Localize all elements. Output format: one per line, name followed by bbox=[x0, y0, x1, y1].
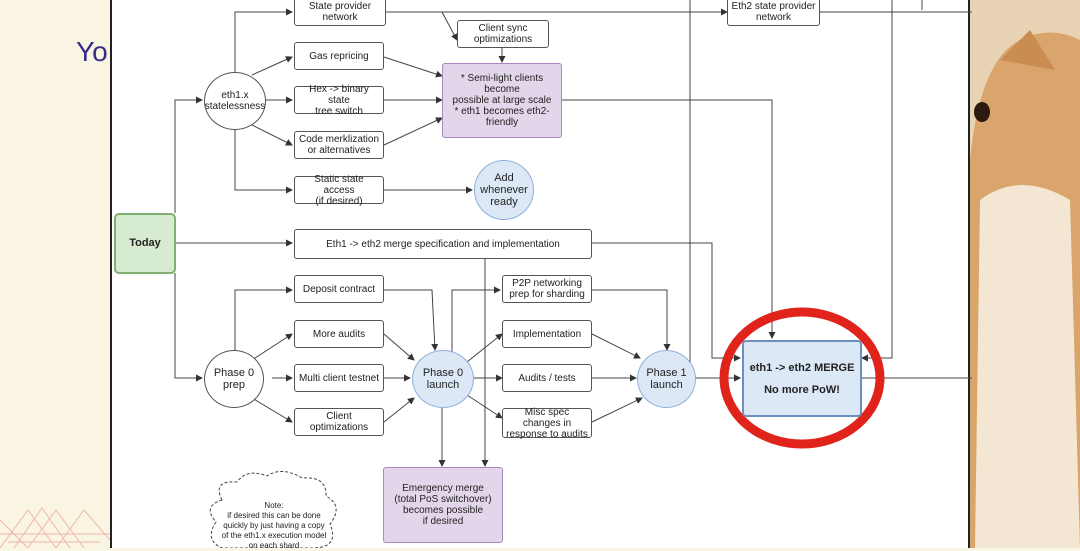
note-text: Note: if desired this can be done quickl… bbox=[221, 501, 327, 550]
node-phase0-prep: Phase 0 prep bbox=[204, 350, 264, 408]
node-eth1-eth2-merge: eth1 -> eth2 MERGE No more PoW! bbox=[742, 340, 862, 417]
node-p2p-networking: P2P networking prep for sharding bbox=[502, 275, 592, 303]
slide-title-fragment: Yo bbox=[76, 36, 108, 67]
node-today: Today bbox=[114, 213, 176, 274]
highlight-ring bbox=[719, 307, 885, 449]
node-deposit-contract: Deposit contract bbox=[294, 275, 384, 303]
node-multi-client-testnet: Multi client testnet bbox=[294, 364, 384, 392]
node-more-audits: More audits bbox=[294, 320, 384, 348]
node-semi-light-clients: * Semi-light clients become possible at … bbox=[442, 63, 562, 138]
node-implementation: Implementation bbox=[502, 320, 592, 348]
node-add-whenever-ready: Add whenever ready bbox=[474, 160, 534, 220]
node-phase0-launch: Phase 0 launch bbox=[412, 350, 474, 408]
node-client-optimizations: Client optimizations bbox=[294, 408, 384, 436]
decorative-pattern bbox=[0, 507, 110, 548]
node-audits-tests: Audits / tests bbox=[502, 364, 592, 392]
node-gas-repricing: Gas repricing bbox=[294, 42, 384, 70]
node-eth2-state-provider-network: Eth2 state provider network bbox=[727, 0, 820, 26]
shiba-dog-photo bbox=[960, 0, 1080, 548]
node-state-provider-network: State provider network bbox=[294, 0, 386, 26]
node-client-sync-optimizations: Client sync optimizations bbox=[457, 20, 549, 48]
note-cloud bbox=[209, 471, 337, 548]
roadmap-diagram: State provider network Client sync optim… bbox=[110, 0, 972, 550]
node-hex-binary-tree-switch: Hex -> binary state tree switch bbox=[294, 84, 384, 117]
node-static-state-access: Static state access (if desired) bbox=[294, 174, 384, 207]
node-code-merklization: Code merklization or alternatives bbox=[294, 131, 384, 159]
node-eth1x-statelessness: eth1.x statelessness bbox=[204, 72, 266, 130]
node-misc-spec-changes: Misc spec changes in response to audits bbox=[502, 407, 592, 440]
node-emergency-merge: Emergency merge (total PoS switchover) b… bbox=[383, 467, 503, 543]
node-phase1-launch: Phase 1 launch bbox=[637, 350, 696, 408]
node-merge-specification: Eth1 -> eth2 merge specification and imp… bbox=[294, 229, 592, 259]
connector-lines bbox=[174, 0, 972, 548]
